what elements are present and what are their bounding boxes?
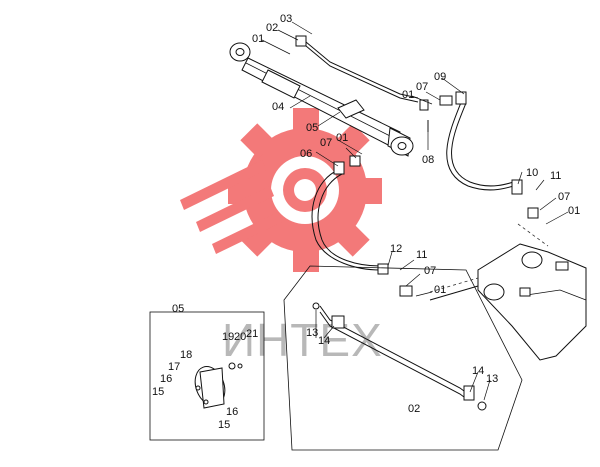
label-21: 21: [246, 328, 258, 340]
label-01: 01: [252, 33, 264, 45]
label-09: 09: [434, 71, 446, 83]
label-06: 06: [300, 148, 312, 160]
label-05: 05: [306, 122, 318, 134]
label-13: 13: [306, 327, 318, 339]
label-16: 16: [226, 406, 238, 418]
label-11: 11: [416, 249, 427, 261]
watermark-text: ИНТЕХ: [222, 314, 383, 366]
detail-box-05: [149, 311, 265, 441]
watermark-gear-logo: [180, 108, 382, 272]
label-14: 14: [472, 365, 484, 377]
label-08: 08: [422, 154, 434, 166]
label-10: 10: [526, 167, 538, 179]
pipe-assembly-02: [283, 265, 523, 451]
label-03: 03: [280, 13, 292, 25]
label-leaders: [261, 21, 569, 401]
label-12: 12: [390, 243, 402, 255]
label-01: 01: [568, 205, 580, 217]
label-01: 01: [336, 132, 348, 144]
label-01: 01: [434, 284, 446, 296]
label-05-detail: 05: [172, 303, 184, 315]
label-02: 02: [408, 403, 420, 415]
label-14: 14: [318, 335, 330, 347]
part-labels: 01 02 03 04 05 01 07 09 01 07 08 06 10 1…: [152, 13, 580, 431]
label-13: 13: [486, 373, 498, 385]
hydraulic-hose-upper: [419, 91, 539, 219]
label-04: 04: [272, 101, 284, 113]
label-20: 20: [234, 331, 246, 343]
label-15: 15: [218, 419, 230, 431]
label-07: 07: [424, 265, 436, 277]
label-11: 11: [550, 170, 561, 182]
label-02: 02: [266, 22, 278, 34]
label-16: 16: [160, 373, 172, 385]
label-07: 07: [320, 137, 332, 149]
mounting-bracket: [429, 243, 587, 361]
label-07: 07: [416, 81, 428, 93]
label-07: 07: [558, 191, 570, 203]
label-19: 19: [222, 331, 234, 343]
dashed-leader-lines: [429, 223, 549, 293]
label-18: 18: [180, 349, 192, 361]
label-01: 01: [402, 89, 414, 101]
hydraulic-cylinder: [229, 35, 419, 157]
label-15: 15: [152, 386, 164, 398]
label-17: 17: [168, 361, 180, 373]
